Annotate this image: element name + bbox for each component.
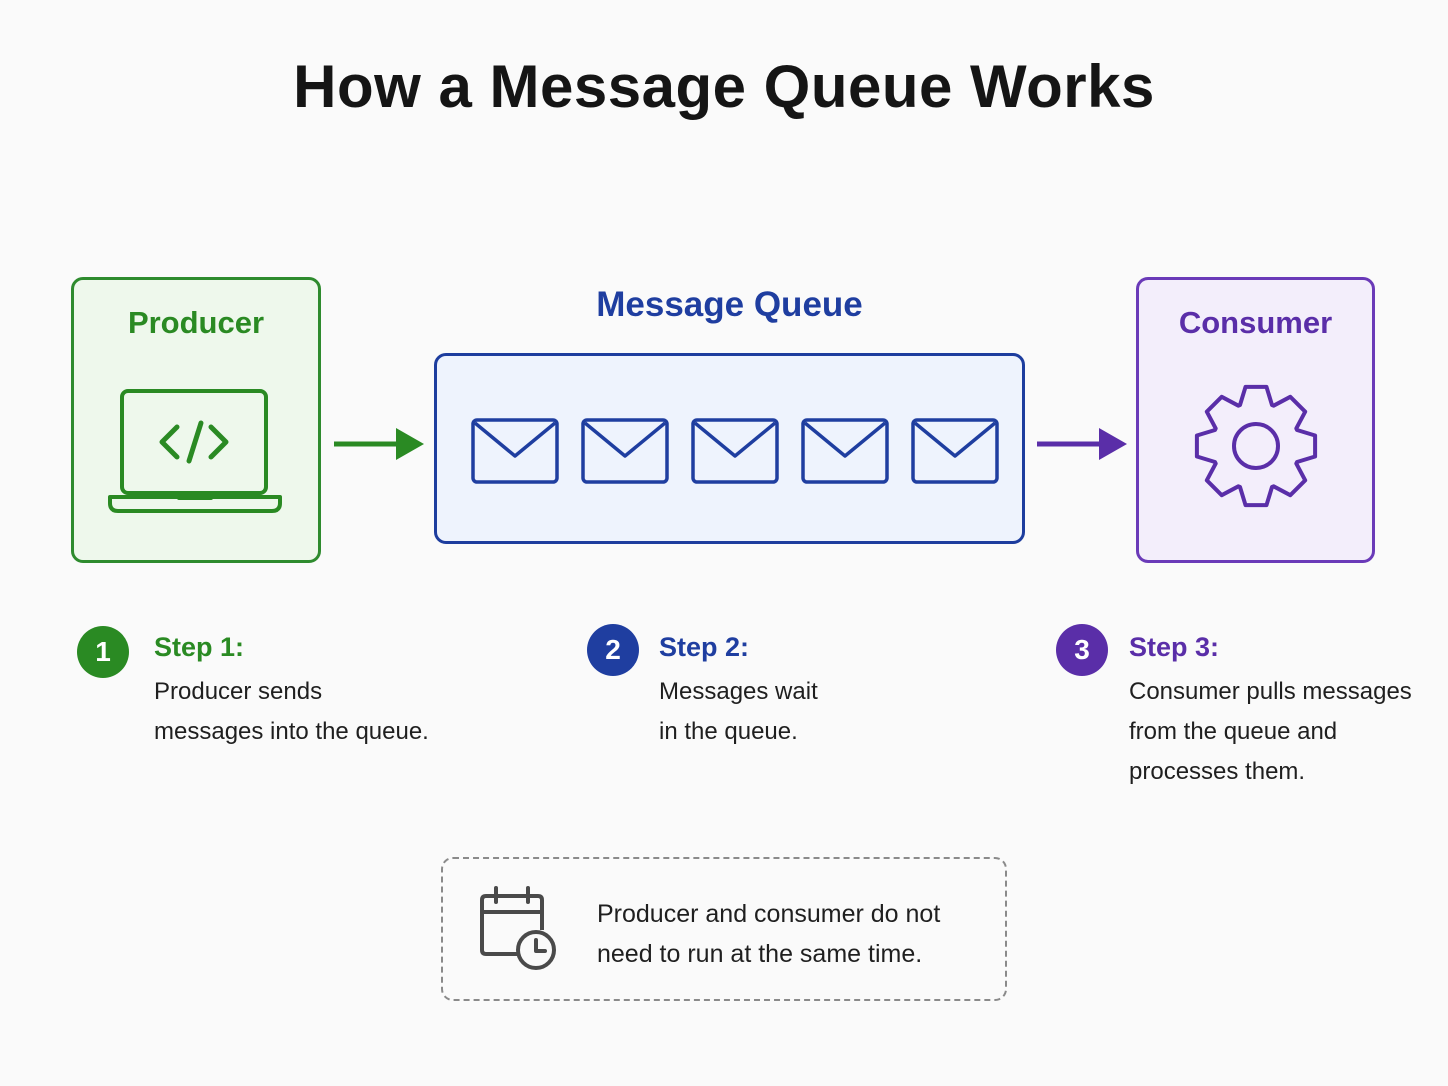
envelope-icon: [801, 418, 889, 484]
step-1-description: Producer sends messages into the queue.: [154, 672, 484, 752]
step-1-line: messages into the queue.: [154, 718, 429, 745]
step-1-title: Step 1:: [154, 632, 245, 662]
envelope-icon: [471, 418, 559, 484]
consumer-box: [1136, 277, 1375, 563]
envelope-icon: [691, 418, 779, 484]
note-line: need to run at the same time.: [597, 940, 923, 968]
step-3-line: Consumer pulls messages: [1129, 678, 1412, 705]
queue-box: [434, 353, 1025, 544]
note-box: [441, 857, 1007, 1001]
calendar-clock-icon: [480, 886, 556, 970]
step-2-line: in the queue.: [659, 718, 798, 745]
consumer-label: Consumer: [1178, 305, 1333, 340]
producer-box: [71, 277, 321, 563]
producer-label: Producer: [127, 305, 265, 340]
diagram-title: How a Message Queue Works: [293, 53, 1155, 120]
note-line: Producer and consumer do not: [597, 900, 941, 928]
step-3-line: processes them.: [1129, 758, 1306, 785]
step-3-badge: 3: [1056, 624, 1108, 676]
step-2-description: Messages wait in the queue.: [659, 672, 859, 752]
queue-to-consumer-arrow: [1037, 428, 1127, 460]
note-text: Producer and consumer do not need to run…: [597, 894, 997, 974]
step-2-title: Step 2:: [659, 632, 750, 662]
step-3-line: from the queue and: [1129, 718, 1338, 745]
step-1-badge: 1: [77, 626, 129, 678]
step-1-line: Producer sends: [154, 678, 323, 705]
step-2-badge: 2: [587, 624, 639, 676]
envelope-icon: [911, 418, 999, 484]
gear-icon: [1194, 384, 1318, 508]
step-2-line: Messages wait: [659, 678, 818, 705]
step-3-title: Step 3:: [1129, 632, 1220, 662]
queue-label: Message Queue: [596, 285, 863, 324]
step-3-description: Consumer pulls messages from the queue a…: [1129, 672, 1439, 792]
laptop-code-icon: [108, 389, 282, 513]
envelope-icon: [581, 418, 669, 484]
producer-to-queue-arrow: [334, 428, 424, 460]
